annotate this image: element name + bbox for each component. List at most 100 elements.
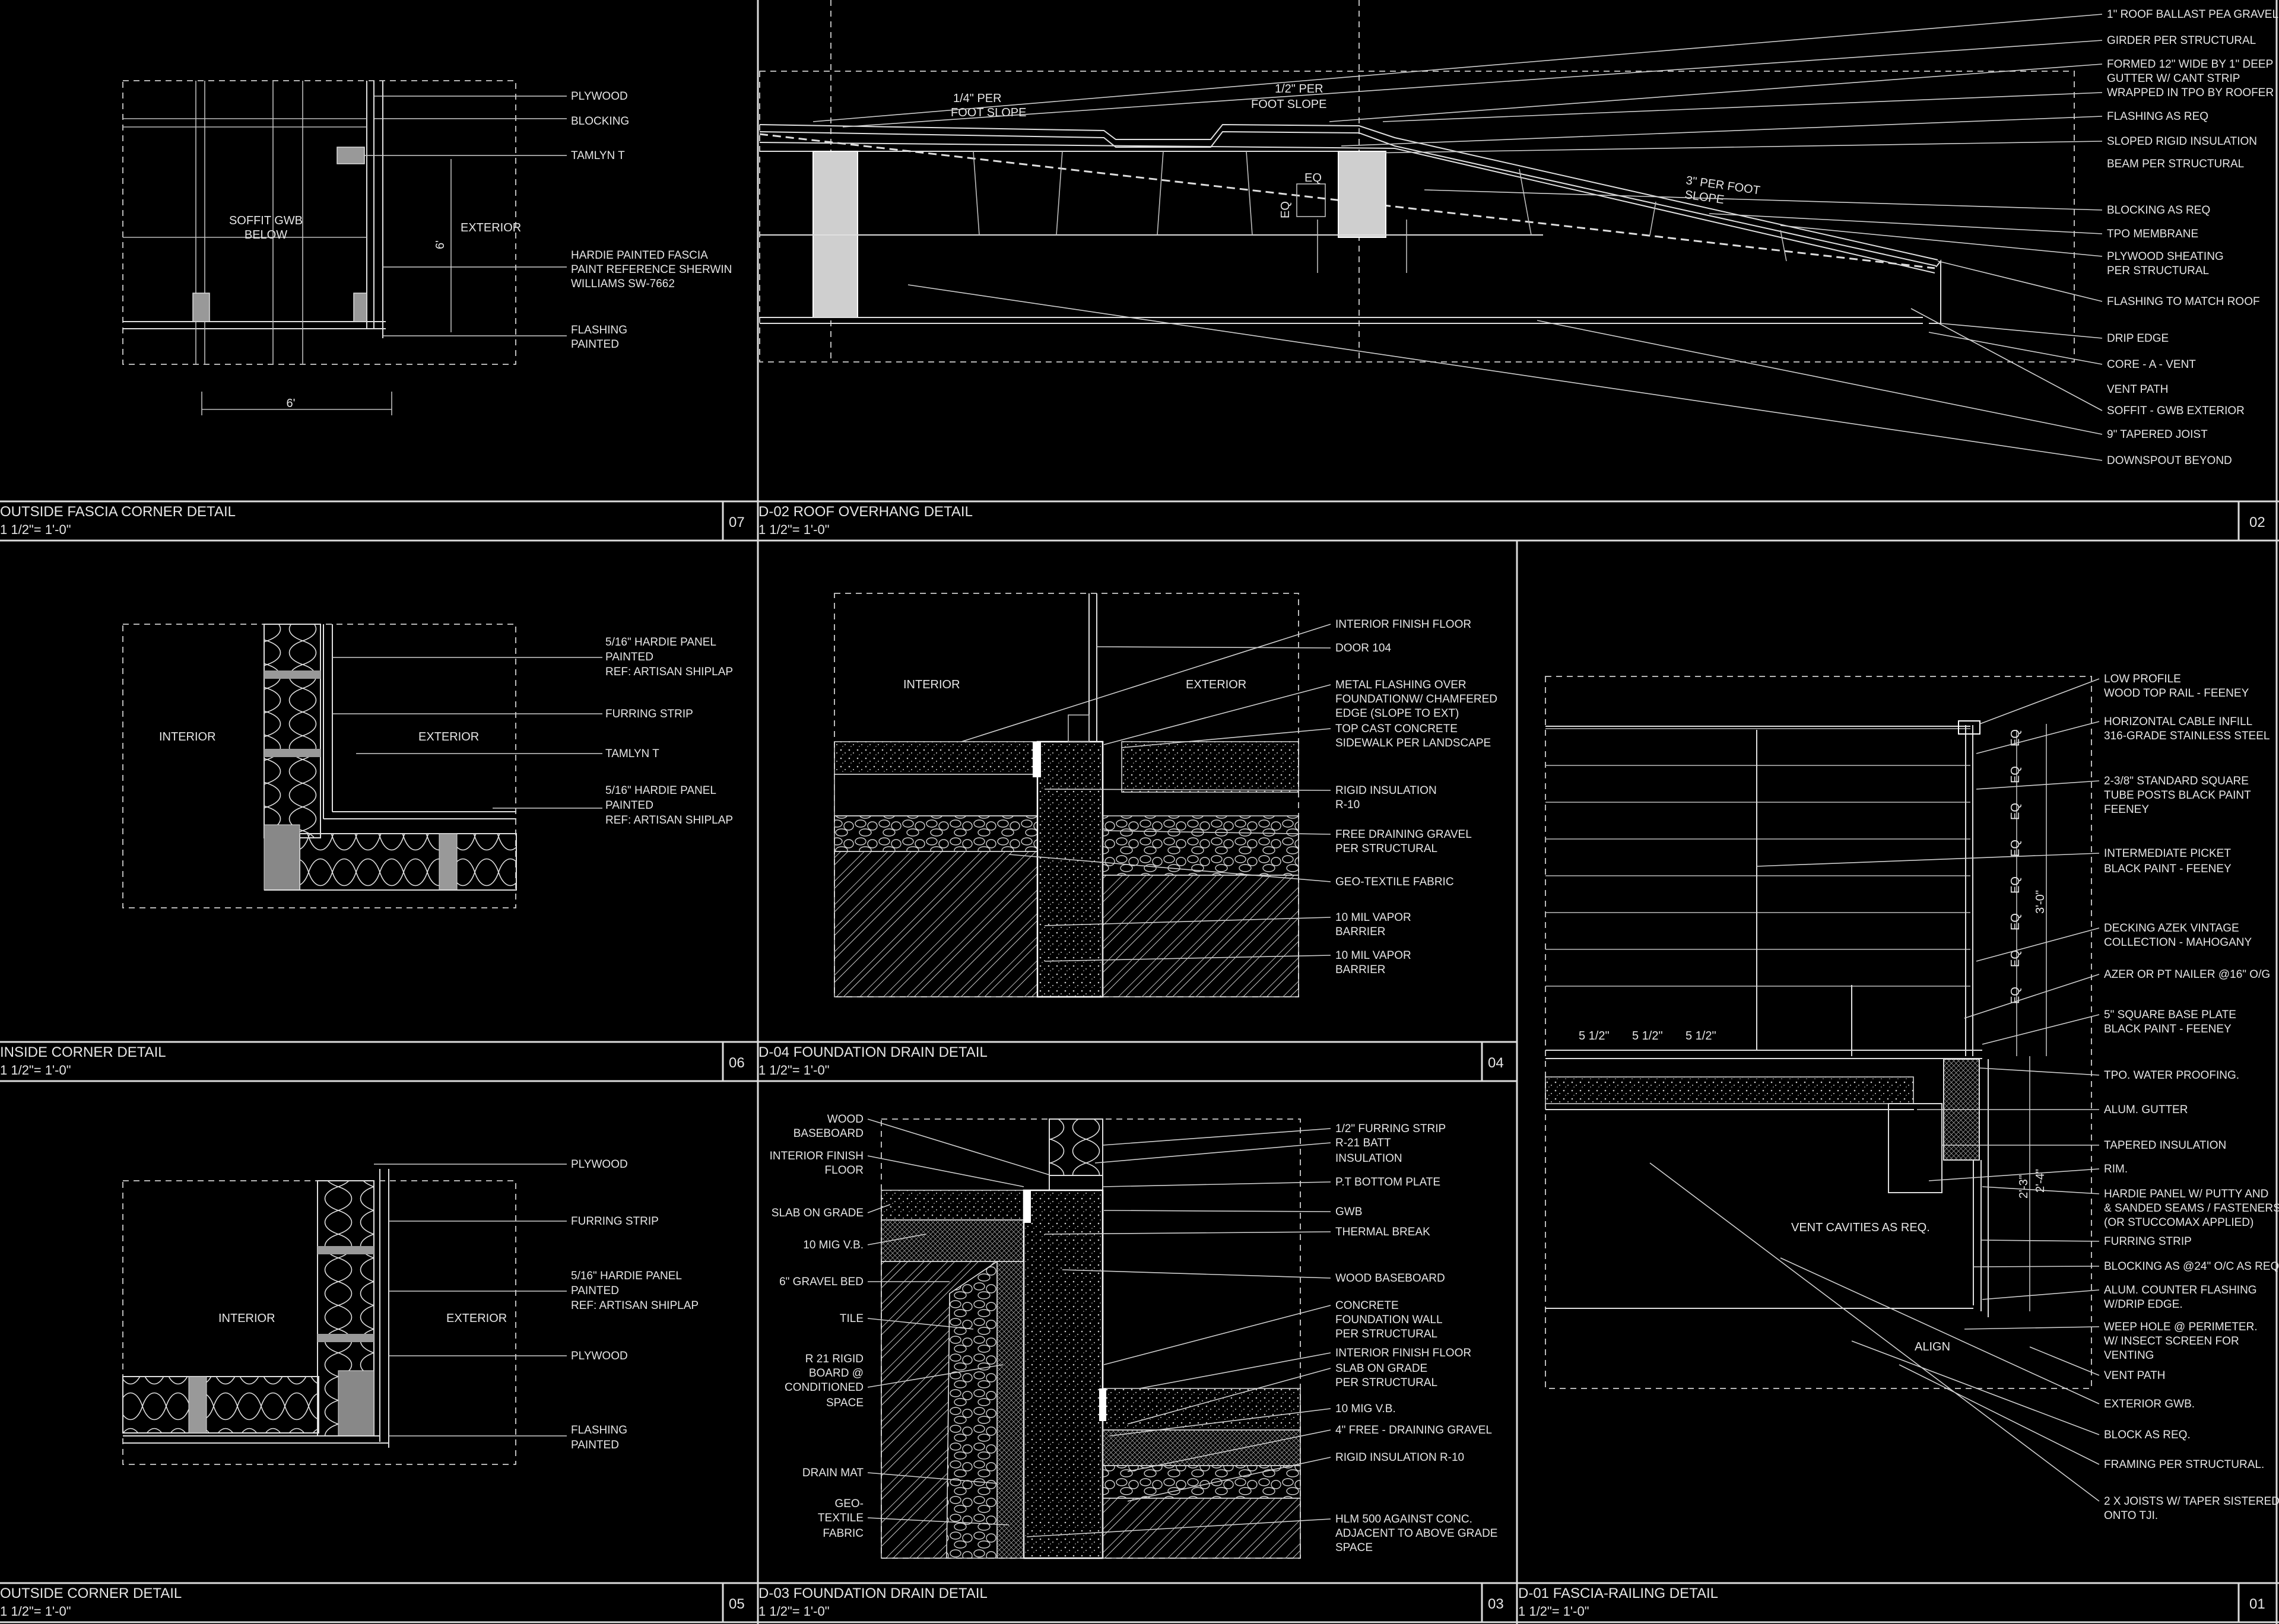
exterior-label: EXTERIOR — [1186, 678, 1246, 691]
panel-06-inside-corner: INTERIOR EXTERIOR 5/16" HARDIE PANEL PAI… — [0, 624, 745, 1078]
note: SLAB ON GRADE — [772, 1207, 864, 1219]
note: FOUNDATION WALL — [1335, 1314, 1443, 1326]
eq-label: EQ — [2009, 876, 2022, 894]
eq-label: EQ — [2009, 950, 2022, 967]
panel-number: 02 — [2249, 514, 2265, 530]
note: 5/16" HARDIE PANEL — [605, 636, 716, 649]
eq-label: EQ — [2009, 840, 2022, 857]
dim-vertical: 6' — [434, 240, 447, 249]
note: 6" GRAVEL BED — [779, 1276, 864, 1288]
note: R-21 BATT — [1335, 1137, 1391, 1149]
note: BOARD @ — [809, 1367, 864, 1380]
eq-label: EQ — [2009, 913, 2022, 930]
note: THERMAL BREAK — [1335, 1226, 1430, 1238]
notes-07: PLYWOOD BLOCKING TAMLYN T HARDIE PAINTED… — [364, 90, 732, 351]
eq-label: EQ — [2009, 803, 2022, 820]
panel-scale: 1 1/2"= 1'-0" — [758, 1063, 830, 1078]
note: FLOOR — [825, 1164, 864, 1177]
panel-scale: 1 1/2"= 1'-0" — [758, 1604, 830, 1619]
dim-label: 2'-3" — [2017, 1175, 2030, 1199]
note: PLYWOOD — [571, 90, 628, 103]
note: R 21 RIGID — [805, 1353, 864, 1365]
panel-scale: 1 1/2"= 1'-0" — [758, 522, 830, 537]
note: GWB — [1335, 1206, 1362, 1218]
note: PLYWOOD — [571, 1158, 628, 1171]
note: FREE DRAINING GRAVEL — [1335, 828, 1472, 841]
note: SOFFIT - GWB EXTERIOR — [2107, 405, 2245, 417]
note: SPACE — [1335, 1542, 1373, 1554]
note: DRIP EDGE — [2107, 332, 2169, 345]
note: ALUM. GUTTER — [2104, 1104, 2188, 1116]
panel-07-outside-fascia-corner: SOFFIT GWB BELOW EXTERIOR 6' 6' PLYWOOD … — [0, 80, 745, 537]
note: SPACE — [826, 1397, 864, 1409]
note: BLOCK AS REQ. — [2104, 1429, 2191, 1441]
note: BLOCKING AS REQ — [2107, 204, 2210, 217]
note: 10 MIG V.B. — [1335, 1403, 1396, 1415]
notes-02: 1" ROOF BALLAST PEA GRAVEL GIRDER PER STR… — [812, 8, 2278, 467]
note: 5" SQUARE BASE PLATE — [2104, 1009, 2236, 1021]
note: REF: ARTISAN SHIPLAP — [571, 1299, 699, 1312]
exterior-label: EXTERIOR — [461, 221, 521, 234]
note: PER STRUCTURAL — [1335, 1328, 1437, 1340]
note: PLYWOOD SHEATING — [2107, 250, 2224, 263]
note: METAL FLASHING OVER — [1335, 679, 1467, 691]
note: PAINT REFERENCE SHERWIN — [571, 263, 732, 276]
note: FEENEY — [2104, 803, 2149, 816]
slope-label: FOOT SLOPE — [1251, 98, 1326, 111]
note: TAMLYN T — [605, 748, 659, 760]
panel-number: 03 — [1488, 1596, 1504, 1612]
note: PAINTED — [571, 1285, 619, 1297]
slope-label: 1/4" PER — [953, 92, 1002, 105]
note: GIRDER PER STRUCTURAL — [2107, 34, 2256, 47]
note: W/DRIP EDGE. — [2104, 1298, 2183, 1311]
dim-label: 5 1/2" — [1632, 1029, 1663, 1043]
note: PAINTED — [605, 799, 653, 812]
note: BLOCKING — [571, 115, 629, 128]
note: HLM 500 AGAINST CONC. — [1335, 1513, 1472, 1526]
note: LOW PROFILE — [2104, 673, 2181, 685]
note: TPO. WATER PROOFING. — [2104, 1069, 2239, 1082]
interior-label: INTERIOR — [903, 678, 960, 691]
note: TILE — [840, 1312, 864, 1325]
note: FOUNDATIONW/ CHAMFERED — [1335, 693, 1497, 705]
interior-label: INTERIOR — [218, 1312, 275, 1325]
note: TUBE POSTS BLACK PAINT — [2104, 789, 2251, 802]
dim-label: 5 1/2" — [1579, 1029, 1610, 1043]
note: SLOPED RIGID INSULATION — [2107, 135, 2257, 148]
note: RIM. — [2104, 1163, 2128, 1175]
dim-label: 3'-0" — [2034, 890, 2047, 914]
exterior-label: EXTERIOR — [418, 730, 479, 743]
note: ADJACENT TO ABOVE GRADE — [1335, 1527, 1497, 1540]
panel-title: OUTSIDE FASCIA CORNER DETAIL — [0, 504, 236, 520]
note: INTERIOR FINISH — [770, 1150, 864, 1162]
note: PAINTED — [605, 651, 653, 663]
note: TOP CAST CONCRETE — [1335, 723, 1458, 735]
note: RIGID INSULATION R-10 — [1335, 1451, 1464, 1464]
note: WOOD TOP RAIL - FEENEY — [2104, 687, 2249, 700]
note: EXTERIOR GWB. — [2104, 1398, 2195, 1410]
panel-title: OUTSIDE CORNER DETAIL — [0, 1585, 182, 1601]
note: FABRIC — [823, 1527, 864, 1540]
note: FLASHING — [571, 1424, 627, 1437]
note: 1" ROOF BALLAST PEA GRAVEL — [2107, 8, 2278, 21]
note: INTERMEDIATE PICKET — [2104, 847, 2231, 860]
note: PAINTED — [571, 338, 619, 351]
note: SLAB ON GRADE — [1335, 1362, 1427, 1375]
note: BLACK PAINT - FEENEY — [2104, 863, 2232, 875]
soffit-label-2: BELOW — [245, 228, 287, 241]
panel-scale: 1 1/2"= 1'-0" — [1518, 1604, 1589, 1619]
notes-05: PLYWOOD FURRING STRIP 5/16" HARDIE PANEL… — [374, 1158, 699, 1451]
note: PER STRUCTURAL — [1335, 1377, 1437, 1389]
note: CONCRETE — [1335, 1299, 1399, 1312]
note: VENTING — [2104, 1349, 2154, 1362]
note: (OR STUCCOMAX APPLIED) — [2104, 1216, 2253, 1229]
note: DRAIN MAT — [802, 1467, 864, 1479]
panel-number: 04 — [1488, 1055, 1504, 1071]
panel-title: D-04 FOUNDATION DRAIN DETAIL — [758, 1044, 988, 1060]
eq-label: EQ — [2009, 729, 2022, 746]
note: PLYWOOD — [571, 1350, 628, 1362]
panel-scale: 1 1/2"= 1'-0" — [0, 1063, 71, 1078]
